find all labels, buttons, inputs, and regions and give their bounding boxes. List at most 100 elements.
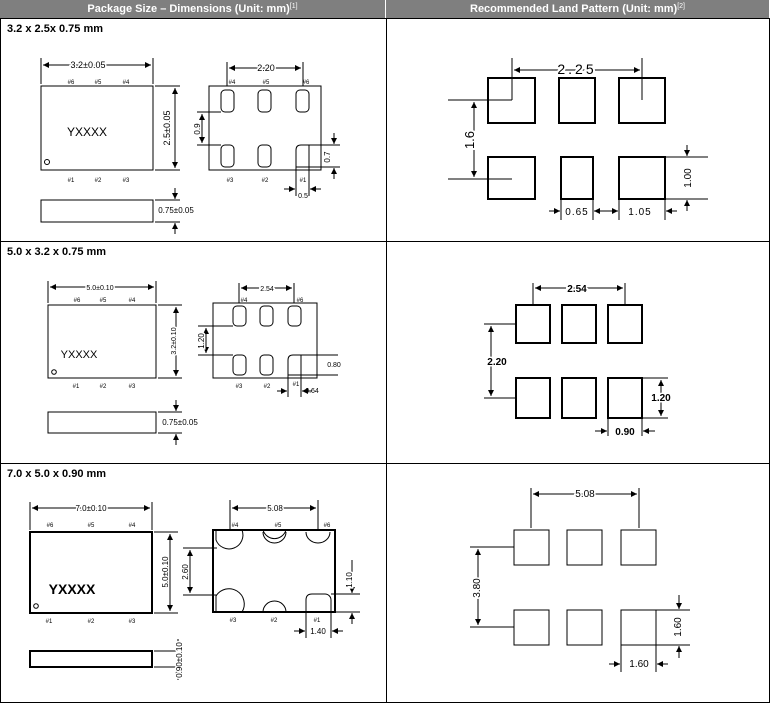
pin-label: #1: [300, 178, 307, 184]
pin-label: #6: [324, 523, 331, 529]
pkg3-padh-dim: 1.10: [345, 572, 354, 588]
pkg2-pin-labels: #6 #5 #4 #1 #2 #3: [73, 298, 136, 390]
pkg3-padgap-dim: 2.60: [181, 564, 190, 580]
land1-rowgap-dim: 1.6: [462, 131, 477, 149]
pin-label: #5: [95, 80, 102, 86]
pin-label: #4: [241, 298, 248, 304]
pin-label: #3: [129, 384, 136, 390]
pin-label: #4: [229, 80, 236, 86]
pin-label: #4: [129, 298, 136, 304]
land1-dims: [448, 58, 708, 220]
header-land-pattern: Recommended Land Pattern (Unit: mm)[2]: [386, 0, 770, 18]
pin-label: #3: [227, 178, 234, 184]
pkg1-marking: YXXXX: [67, 125, 107, 139]
pkg2-pitch-dim: 2.54: [260, 286, 274, 293]
pkg1-bottom-pin-labels: #4 #5 #6 #3 #2 #1: [227, 80, 310, 184]
pin-label: #3: [236, 384, 243, 390]
land2-pattern: [515, 304, 643, 419]
pkg1-padh-dim: 0.7: [323, 151, 332, 163]
land2-dims: [484, 283, 668, 436]
land2-padlen-dim: 1.20: [651, 393, 671, 404]
pkg2-padgap-dim: 1.20: [197, 333, 206, 349]
land3-dims: [470, 488, 690, 672]
pkg3-marking: YXXXX: [49, 581, 96, 597]
land3-pitch-dim: 5.08: [575, 489, 595, 500]
pkg1-pitch-dim: 2.20: [257, 63, 275, 73]
pkg1-top-view: [40, 58, 180, 234]
pkg3-padw-dim: 1.40: [310, 627, 326, 636]
land1-padw-dim: 0.65: [565, 207, 588, 218]
pin-label: #6: [74, 298, 81, 304]
pkg2-bottom-view: [198, 283, 338, 397]
pin-label: #5: [263, 80, 270, 86]
pin-label: #6: [303, 80, 310, 86]
land1-pitch-dim: 2.25: [557, 61, 596, 77]
pkg2-height-dim: 0.75±0.05: [162, 418, 198, 427]
pin-label: #2: [271, 618, 278, 624]
pin-label: #4: [129, 523, 136, 529]
pkg1-pin-labels: #6 #5 #4 #1 #2 #3: [68, 80, 130, 184]
pin-label: #1: [314, 618, 321, 624]
pkg2-padw-dim: 0.64: [305, 388, 319, 395]
pin-label: #2: [262, 178, 269, 184]
pkg3-bottom-view: [183, 500, 360, 638]
pkg2-length-dim: 5.0±0.10: [86, 285, 113, 292]
pkg3-top-view: [29, 502, 182, 680]
pkg3-width-dim: 5.0±0.10: [161, 556, 170, 588]
land1-padlen-dim: 1.00: [683, 168, 694, 188]
land3-padw-dim: 1.60: [629, 659, 649, 670]
pin-label: #5: [88, 523, 95, 529]
land1-padspace-dim: 1.05: [628, 207, 651, 218]
pkg1-padgap-dim: 0.9: [193, 123, 202, 135]
pin-label: #5: [100, 298, 107, 304]
pkg1-width-dim: 2.5±0.05: [162, 111, 172, 146]
row3-title: 7.0 x 5.0 x 0.90 mm: [7, 468, 107, 480]
pin-label: #6: [297, 298, 304, 304]
pkg3-height-dim: 0.90±0.10: [175, 642, 184, 678]
land2-pitch-dim: 2.54: [567, 284, 587, 295]
pin-label: #2: [264, 384, 271, 390]
header-package-size-label: Package Size – Dimensions (Unit: mm): [87, 3, 290, 15]
pkg1-padw-dim: 0.5: [298, 193, 308, 200]
pin-label: #1: [68, 178, 75, 184]
pkg1-bottom-view: [197, 62, 340, 196]
pin-label: #5: [275, 523, 282, 529]
pin-label: #3: [129, 619, 136, 625]
land2-rowgap-dim: 2.20: [487, 357, 507, 368]
land3-padlen-dim: 1.60: [673, 617, 684, 637]
pin-label: #4: [123, 80, 130, 86]
header-package-note: [1]: [289, 2, 298, 10]
pkg3-pin-labels: #6 #5 #4 #1 #2 #3: [46, 523, 136, 625]
land2-padw-dim: 0.90: [615, 427, 635, 438]
pin-label: #1: [46, 619, 53, 625]
pkg3-length-dim: 7.0±0.10: [75, 504, 107, 513]
pin-label: #1: [73, 384, 80, 390]
pkg2-padh-dim: 0.80: [327, 362, 341, 369]
land3-rowgap-dim: 3.80: [472, 578, 483, 598]
pin-label: #6: [47, 523, 54, 529]
pin-label: #3: [230, 618, 237, 624]
pin-label: #3: [123, 178, 130, 184]
pkg3-pitch-dim: 5.08: [267, 504, 283, 513]
row1-title: 3.2 x 2.5x 0.75 mm: [7, 23, 104, 35]
pin-label: #4: [232, 523, 239, 529]
header-land-note: [2]: [677, 2, 685, 10]
pin-label: #6: [68, 80, 75, 86]
pkg2-top-view: [47, 281, 182, 445]
pkg1-height-dim: 0.75±0.05: [158, 206, 194, 215]
pin-label: #1: [293, 382, 300, 388]
row2-title: 5.0 x 3.2 x 0.75 mm: [7, 246, 107, 258]
pkg2-marking: YXXXX: [61, 349, 98, 361]
pkg2-bottom-pin-labels: #4 #6 #3 #2 #1: [236, 298, 304, 390]
header-package-size: Package Size – Dimensions (Unit: mm)[1]: [0, 0, 386, 18]
land1-pattern: [487, 77, 666, 200]
pin-label: #2: [95, 178, 102, 184]
land3-pattern: [513, 529, 657, 646]
pin-label: #2: [88, 619, 95, 625]
pkg1-length-dim: 3.2±0.05: [71, 60, 106, 70]
pkg2-width-dim: 3.2±0.10: [171, 327, 178, 354]
header-land-pattern-label: Recommended Land Pattern (Unit: mm): [470, 3, 678, 15]
pkg3-bottom-pin-labels: #4 #5 #6 #3 #2 #1: [230, 523, 331, 624]
pin-label: #2: [100, 384, 107, 390]
